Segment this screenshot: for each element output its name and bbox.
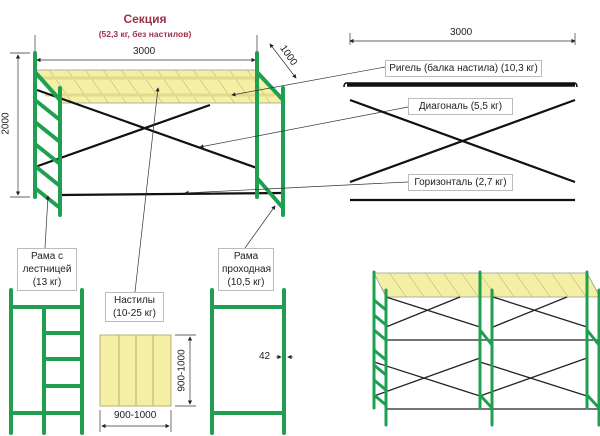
label-line: Рама с	[30, 251, 64, 262]
diagonal-label: Диагональ (5,5 кг)	[408, 98, 513, 115]
rigel-label: Ригель (балка настила) (10,3 кг)	[385, 60, 542, 77]
deck-platform	[34, 69, 284, 104]
label-line: проходная	[222, 264, 271, 275]
decking-width-dim: 900-1000	[114, 410, 157, 421]
label-line: Рама	[233, 251, 259, 262]
scaffolding-tower	[372, 270, 600, 427]
decking-height-dim: 900-1000	[176, 349, 188, 392]
section-height-dim: 2000	[0, 112, 12, 135]
label-line: (13 кг)	[32, 277, 62, 288]
frames	[33, 51, 285, 217]
decking-panel	[99, 334, 196, 432]
label-line: (10-25 кг)	[112, 308, 157, 319]
section-title: Секция	[123, 12, 167, 26]
pass-frame	[210, 288, 293, 435]
tube-diameter-dim: 42	[259, 351, 271, 362]
section-assembly	[33, 51, 285, 217]
section-width-dim: 3000	[133, 46, 156, 57]
label-line: Настилы	[114, 295, 155, 306]
leader-lines	[44, 66, 409, 293]
pass-frame-label: Рама проходная (10,5 кг)	[218, 248, 274, 291]
horizontal-bar	[59, 191, 284, 197]
diagonals	[34, 88, 258, 170]
parts-span-dim: 3000	[450, 27, 473, 38]
ladder-frame	[9, 288, 84, 435]
ladder-frame-label: Рама с лестницей (13 кг)	[17, 248, 77, 291]
label-line: лестницей	[22, 264, 72, 275]
label-line: (10,5 кг)	[227, 277, 265, 288]
section-subtitle: (52,3 кг, без настилов)	[98, 29, 192, 39]
horizontal-label: Горизонталь (2,7 кг)	[408, 174, 513, 191]
section-dimensions	[10, 35, 297, 198]
decking-label: Настилы (10-25 кг)	[105, 292, 164, 322]
parts-drawing	[343, 33, 578, 202]
